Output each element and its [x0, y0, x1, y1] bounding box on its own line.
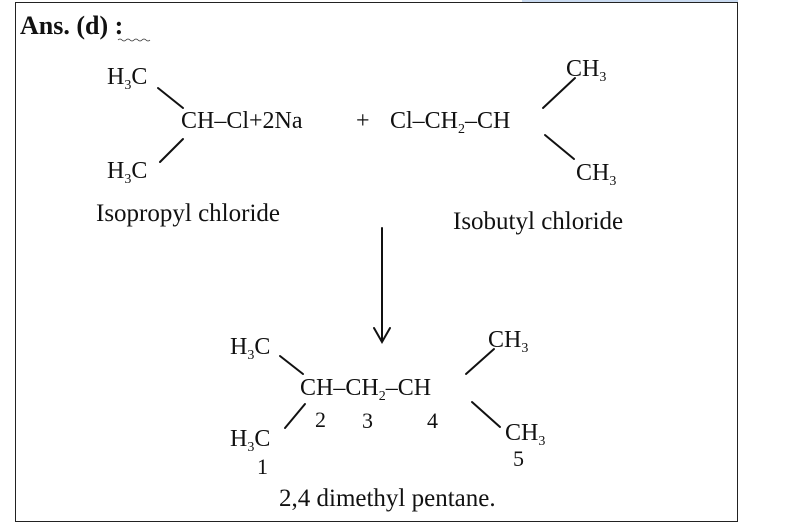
p-bottom-right-bond	[471, 401, 501, 428]
r1-center: CH–Cl+2Na	[181, 108, 303, 134]
r2-bottom-bond	[544, 134, 575, 160]
r1-bottom-methyl: H3C	[107, 158, 147, 187]
carbon-number-4: 4	[427, 408, 438, 433]
r2-top-bond	[542, 77, 576, 109]
r2-center: Cl–CH2–CH	[390, 108, 510, 137]
p-bottom-left-bond	[284, 403, 306, 429]
reaction-arrow-head	[373, 327, 391, 345]
product-name: 2,4 dimethyl pentane.	[279, 485, 496, 512]
p-top-right-methyl: CH3	[488, 327, 528, 356]
carbon-number-3: 3	[362, 408, 373, 433]
p-top-left-bond	[279, 355, 304, 375]
carbon-number-1: 1	[257, 454, 268, 479]
answer-frame	[15, 2, 738, 522]
r1-top-bond	[157, 87, 184, 109]
p-chain: CH–CH2–CH	[300, 375, 431, 404]
r1-top-methyl: H3C	[107, 64, 147, 93]
p-top-right-bond	[465, 348, 495, 375]
p-bottom-right-methyl: CH3	[505, 420, 545, 449]
carbon-number-5: 5	[513, 446, 524, 471]
carbon-number-2: 2	[315, 407, 326, 432]
r2-top-methyl: CH3	[566, 56, 606, 85]
p-bottom-left-methyl: H3C	[230, 426, 270, 455]
top-accent-bar	[522, 0, 738, 3]
plus-sign: +	[356, 108, 370, 134]
p-top-left-methyl: H3C	[230, 334, 270, 363]
spellcheck-underline	[117, 38, 151, 42]
answer-label: Ans. (d) :	[20, 11, 123, 40]
r2-bottom-methyl: CH3	[576, 160, 616, 189]
r1-name: Isopropyl chloride	[96, 200, 280, 227]
r1-bottom-bond	[159, 138, 184, 163]
r2-name: Isobutyl chloride	[453, 208, 623, 235]
